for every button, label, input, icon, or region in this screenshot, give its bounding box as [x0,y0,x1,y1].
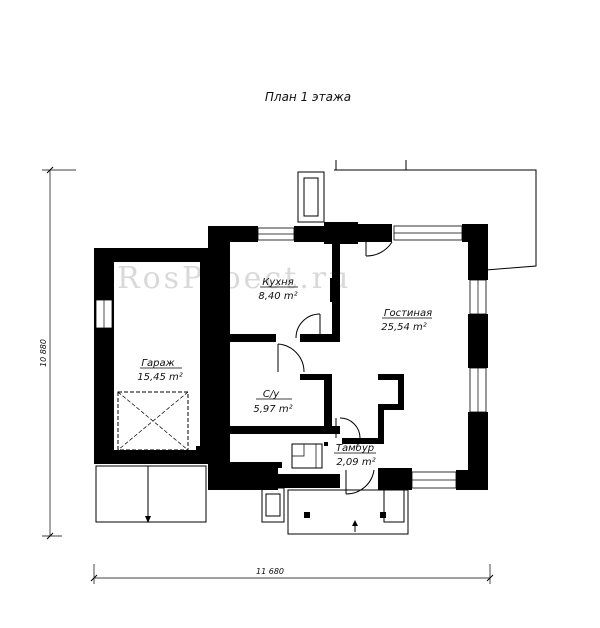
room-label-garage: Гараж 15,45 m² [137,358,183,383]
room-label-bathroom: С/у 5,97 m² [253,389,292,415]
plan-title: План 1 этажа [265,90,351,104]
garage-car-space [117,391,189,451]
room-name-kitchen: Кухня [262,277,294,288]
room-name-bathroom: С/у [263,389,280,400]
room-name-garage: Гараж [141,358,174,369]
room-name-living: Гостиная [384,308,432,319]
room-area-vestibule: 2,09 m² [336,457,375,468]
entrance-porch [261,487,409,535]
dimension-width-value: 11 680 [256,567,284,576]
room-area-living: 25,54 m² [381,322,427,333]
windows [95,225,487,489]
garage-apron [95,465,207,523]
fixtures [196,278,336,469]
room-name-vestibule: Тамбур [336,442,374,454]
room-area-kitchen: 8,40 m² [258,291,297,302]
room-label-living: Гостиная 25,54 m² [381,308,432,333]
room-label-vestibule: Тамбур 2,09 m² [334,442,376,468]
room-label-kitchen: Кухня 8,40 m² [258,277,298,302]
upper-terrace [297,160,537,271]
room-area-garage: 15,45 m² [137,372,183,383]
watermark: RosProect.ru [117,261,351,296]
dimension-width: 11 680 [90,564,494,584]
room-area-bathroom: 5,97 m² [253,404,292,415]
dimension-height: 10 880 [39,166,76,540]
dimension-height-value: 10 880 [39,339,48,367]
